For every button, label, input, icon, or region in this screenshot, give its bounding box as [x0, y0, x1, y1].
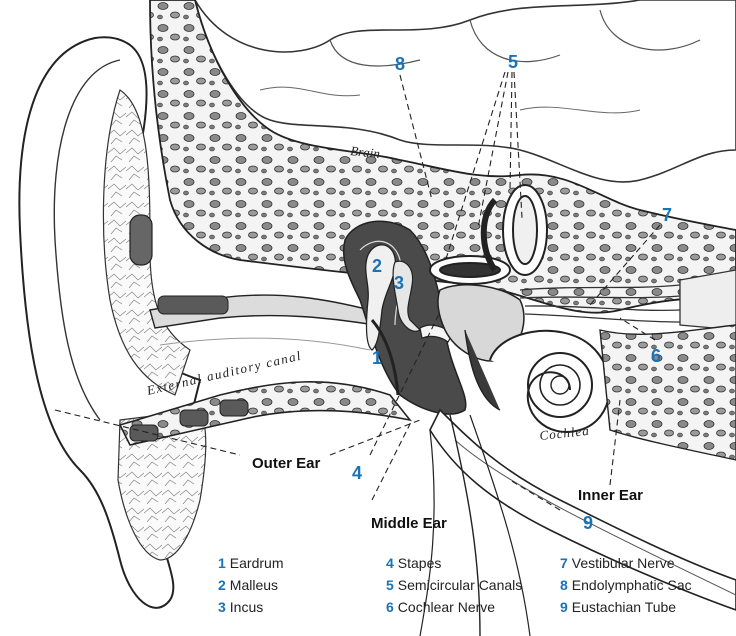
legend-label: Stapes [398, 555, 442, 571]
legend-number: 3 [218, 599, 226, 615]
label-num-6: 6 [651, 347, 661, 365]
legend-number: 4 [386, 555, 394, 571]
label-num-8: 8 [395, 55, 405, 73]
legend-number: 2 [218, 577, 226, 593]
legend-label: Semicircular Canals [398, 577, 522, 593]
legend-label: Incus [230, 599, 263, 615]
label-num-4: 4 [352, 464, 362, 482]
legend-number: 6 [386, 599, 394, 615]
region-middle-ear: Middle Ear [371, 516, 447, 531]
legend-label: Eardrum [230, 555, 284, 571]
legend-label: Endolymphatic Sac [572, 577, 692, 593]
legend-number: 1 [218, 555, 226, 571]
legend-number: 5 [386, 577, 394, 593]
legend-number: 8 [560, 577, 568, 593]
legend-number: 9 [560, 599, 568, 615]
legend-label: Vestibular Nerve [572, 555, 675, 571]
brain-label: Brain [350, 143, 381, 161]
label-num-5: 5 [508, 53, 518, 71]
legend-label: Eustachian Tube [572, 599, 676, 615]
region-inner-ear: Inner Ear [578, 488, 643, 503]
label-num-7: 7 [662, 206, 672, 224]
label-num-1: 1 [372, 349, 382, 367]
legend-label: Cochlear Nerve [398, 599, 495, 615]
label-num-3: 3 [394, 274, 404, 292]
label-num-9: 9 [583, 514, 593, 532]
label-num-2: 2 [372, 257, 382, 275]
legend-label: Malleus [230, 577, 278, 593]
region-outer-ear: Outer Ear [252, 456, 320, 471]
legend-number: 7 [560, 555, 568, 571]
